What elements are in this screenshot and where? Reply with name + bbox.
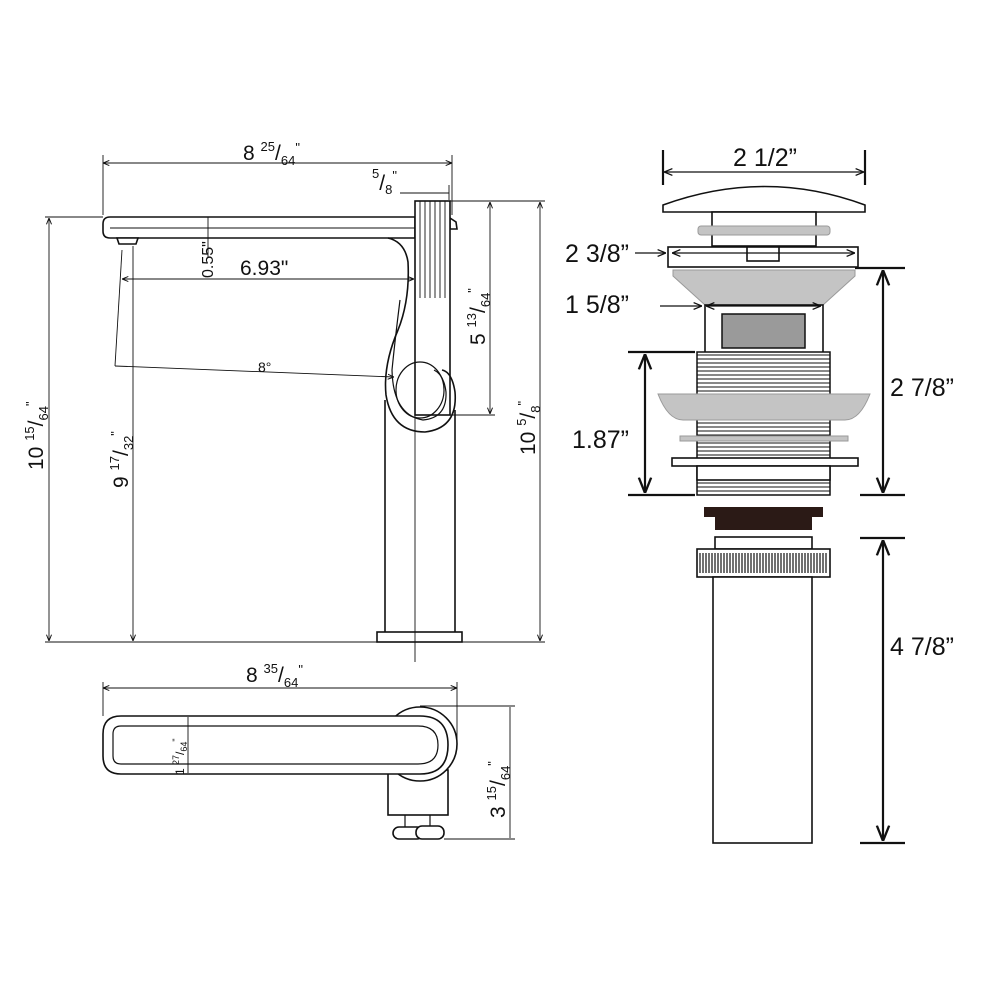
whole: 1 [173,768,187,775]
numerator: 15 [484,786,499,800]
drain-overflow-window [721,313,806,349]
dim-spout-thickness: 0.55" [200,241,217,278]
whole: 3 [487,806,510,818]
faucet-spout [102,216,416,239]
unit: " [515,400,530,405]
numerator: 27 [171,755,181,765]
dim-thread-length: 1.87” [572,426,629,454]
denominator: 32 [121,436,136,450]
unit: " [485,761,500,766]
knurl-pattern [699,553,827,573]
dim-top-length: 8 35/64" [246,661,303,690]
unit: " [392,168,397,183]
faucet-body-curve [384,237,456,433]
dim-reach: 6.93" [240,257,288,280]
dim-handle-width: 5/8" [372,166,397,197]
numerator: 5 [372,166,379,181]
denominator: 64 [36,406,51,420]
denominator: 64 [281,153,295,168]
dim-body-height: 10 5/8" [514,400,543,455]
whole: 8 [243,142,255,165]
unit: " [108,431,123,436]
drain-washer [657,393,871,421]
faucet-aerator [115,237,140,245]
pop-up-drain: 2 1/2” 2 3/8” 1 5/8” 1.87” 2 7/8” [565,144,954,845]
handle-grooves [419,201,446,298]
faucet-top-view: 8 35/64" 1 27/64" 3 15/64" [102,661,515,840]
denominator: 64 [478,293,493,307]
drain-nut-plate [671,457,859,467]
dim-total-height: 10 15/64" [22,401,51,470]
denominator: 64 [179,742,189,752]
dim-spout-width: 1 27/64" [171,738,189,775]
unit: " [295,140,300,155]
drain-gasket [704,507,823,530]
numerator: 17 [107,456,122,470]
numerator: 25 [261,139,275,154]
drain-flange [672,269,856,306]
unit: " [23,401,38,406]
drain-tailpiece [712,576,813,844]
faucet-side-view: 8 25/64" 5/8" 0.55" 6.93" 8° 10 15/64" 9 [22,139,545,662]
denominator: 64 [284,675,298,690]
dim-angle: 8° [258,359,271,375]
whole: 10 [25,447,48,470]
whole: 10 [517,432,540,455]
unit: " [465,288,480,293]
numerator: 13 [464,313,479,327]
denominator: 8 [528,405,543,412]
dim-body-diameter: 1 5/8” [565,291,629,319]
faucet-base [376,631,463,643]
dim-cap-diameter: 2 1/2” [733,144,797,172]
dim-top-depth: 3 15/64" [484,761,513,818]
whole: 5 [467,333,490,345]
dim-tailpiece-length: 4 7/8” [890,633,954,661]
drain-cap [662,185,866,213]
dim-spout-clearance: 9 17/32" [107,431,136,488]
unit: " [298,662,303,677]
dim-overall-width: 8 25/64" [243,139,300,168]
numerator: 35 [264,661,278,676]
unit: " [171,738,181,741]
whole: 8 [246,664,258,687]
denominator: 64 [498,766,513,780]
denominator: 8 [385,182,392,197]
dim-handle-height: 5 13/64" [464,288,493,345]
numerator: 5 [514,419,529,426]
dim-body-height: 2 7/8” [890,374,954,402]
whole: 9 [110,476,133,488]
dim-flange-diameter: 2 3/8” [565,240,629,268]
faucet-spout-top [102,715,449,775]
numerator: 15 [22,426,37,440]
